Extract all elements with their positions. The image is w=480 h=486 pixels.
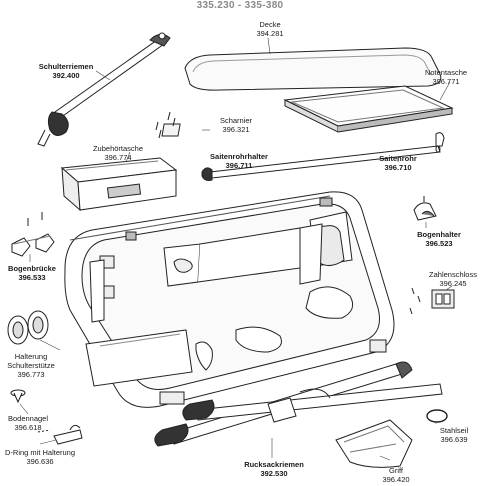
- label-name: Zubehörtasche: [92, 144, 144, 153]
- halterung-part: [7, 310, 49, 345]
- label-saitenrohrhalter: Saitenrohrhalter 396.711: [200, 152, 278, 170]
- label-name: Zahlenschloss: [429, 270, 477, 279]
- label-code: 396.618: [14, 423, 42, 432]
- label-code: 396.710: [384, 163, 412, 172]
- label-notentasche: Notentasche 396.771: [416, 68, 476, 86]
- decke-part: [184, 47, 442, 91]
- schulterriemen-part: [37, 32, 171, 147]
- rucksackriemen-part: [154, 361, 443, 447]
- label-name: Saitenrohr: [379, 154, 417, 163]
- label-griff: Griff 396.420: [376, 466, 416, 484]
- label-name: Stahlseil: [439, 426, 469, 435]
- label-name: Griff: [388, 466, 404, 475]
- label-schulterriemen: Schulterriemen 392.400: [26, 62, 106, 80]
- label-code: 396.523: [425, 239, 453, 248]
- label-decke: Decke 394.281: [242, 20, 298, 38]
- label-zubehoertasche: Zubehörtasche 396.774: [86, 144, 150, 162]
- label-name: Bogenhalter: [417, 230, 461, 239]
- label-halterung: Halterung Schulterstütze 396.773: [2, 352, 60, 379]
- label-bodennagel: Bodennagel 396.618: [2, 414, 54, 432]
- label-bogenhalter: Bogenhalter 396.523: [408, 230, 470, 248]
- label-name: Scharnier: [219, 116, 253, 125]
- label-zahlenschloss: Zahlenschloss 396.245: [426, 270, 480, 288]
- label-code: 396.636: [26, 457, 54, 466]
- label-name: Halterung Schulterstütze: [7, 352, 55, 370]
- zahlenschloss-part: [409, 287, 455, 315]
- label-name: Bodennagel: [7, 414, 49, 423]
- label-code: 396.711: [225, 161, 253, 170]
- label-code: 396.773: [17, 370, 45, 379]
- diagram-title: 335.230 - 335-380: [196, 0, 284, 11]
- bodennagel-part: [10, 389, 26, 404]
- label-bogenbruecke: Bogenbrücke 396.533: [0, 264, 64, 282]
- label-name: Notentasche: [424, 68, 468, 77]
- label-code: 396.321: [222, 125, 250, 134]
- label-name: Schulterriemen: [38, 62, 94, 71]
- leader-lines: [19, 37, 453, 461]
- label-scharnier: Scharnier 396.321: [210, 116, 262, 134]
- case-body: [64, 191, 395, 408]
- label-name: Decke: [259, 20, 281, 29]
- bogenbruecke-part: [11, 212, 55, 257]
- label-code: 396.245: [439, 279, 467, 288]
- scharnier-part: [155, 111, 181, 139]
- label-saitenrohr: Saitenrohr 396.710: [370, 154, 426, 172]
- label-code: 396.774: [104, 153, 132, 162]
- griff-part: [335, 419, 413, 468]
- label-dring: D-Ring mit Halterung 396.636: [0, 448, 80, 466]
- notentasche-part: [283, 85, 454, 133]
- label-code: 392.530: [260, 469, 288, 478]
- label-name: D-Ring mit Halterung: [4, 448, 76, 457]
- label-name: Rucksackriemen: [244, 460, 304, 469]
- label-code: 396.639: [440, 435, 468, 444]
- label-code: 396.420: [382, 475, 410, 484]
- label-name: Bogenbrücke: [8, 264, 56, 273]
- label-code: 392.400: [52, 71, 80, 80]
- label-name: Saitenrohrhalter: [210, 152, 268, 161]
- label-code: 394.281: [256, 29, 284, 38]
- saitenrohr-part: [201, 132, 445, 181]
- zubehoertasche-part: [60, 157, 178, 212]
- label-rucksackriemen: Rucksackriemen 392.530: [236, 460, 312, 478]
- stahlseil-part: [426, 409, 448, 423]
- bogenhalter-part: [413, 196, 437, 221]
- label-code: 396.771: [432, 77, 460, 86]
- label-stahlseil: Stahlseil 396.639: [430, 426, 478, 444]
- label-code: 396.533: [18, 273, 46, 282]
- dring-part: [37, 424, 83, 445]
